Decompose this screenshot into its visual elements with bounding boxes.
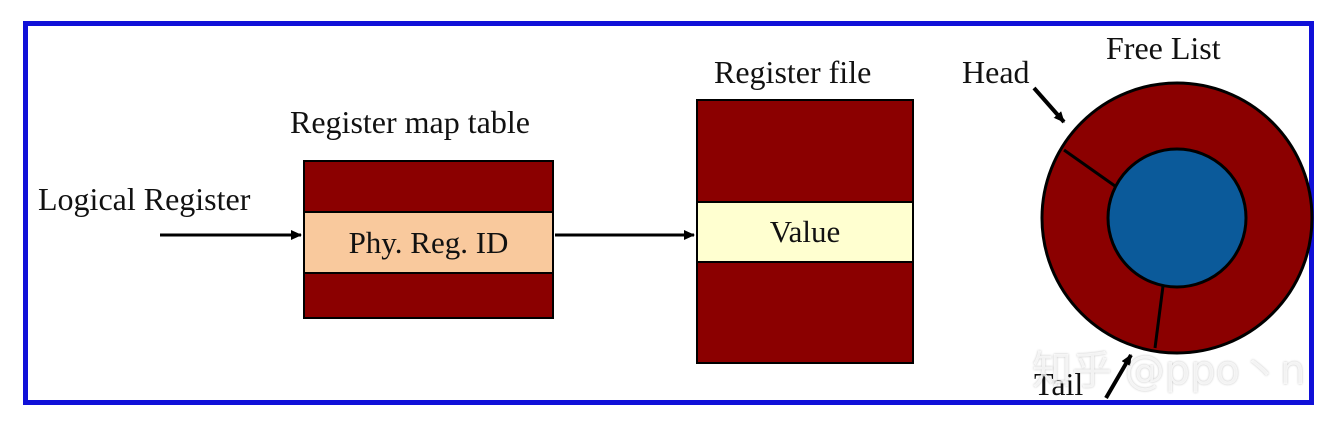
head-arrow: [1032, 86, 1066, 124]
tail-label: Tail: [1034, 366, 1084, 402]
free-list-inner-circle: [1106, 147, 1248, 289]
register-file-title: Register file: [714, 54, 872, 90]
head-label: Head: [962, 54, 1030, 90]
value-label: Value: [769, 214, 841, 249]
tail-divider: [1153, 285, 1165, 349]
phy-reg-id-row: Phy. Reg. ID: [305, 211, 552, 274]
logical-register-label: Logical Register: [38, 181, 251, 217]
register-map-table: Phy. Reg. ID: [303, 160, 554, 319]
watermark: 知乎 @ppo丶n: [1032, 348, 1306, 394]
tail-arrow: [1104, 353, 1133, 400]
value-row: Value: [698, 201, 912, 263]
head-divider: [1063, 148, 1116, 188]
free-list-title: Free List: [1106, 30, 1221, 66]
phy-reg-id-label: Phy. Reg. ID: [348, 224, 509, 260]
register-file: Value: [696, 99, 914, 364]
register-map-table-title: Register map table: [290, 104, 530, 140]
